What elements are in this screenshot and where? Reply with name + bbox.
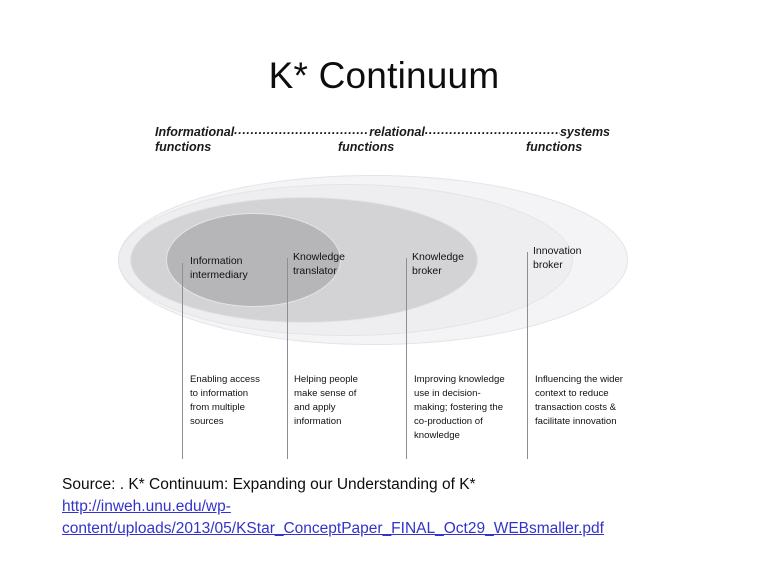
description-line: co-production of xyxy=(414,415,483,427)
description-line: sources xyxy=(190,415,224,427)
ellipse-information-intermediary xyxy=(166,213,341,307)
page-title: K* Continuum xyxy=(268,55,500,96)
source-block: Source: . K* Continuum: Expanding our Un… xyxy=(62,474,752,540)
stage-label-line1: Information xyxy=(190,255,243,267)
description-line: Influencing the wider xyxy=(535,374,623,385)
stage-label-innovation-broker: Innovation broker xyxy=(533,245,581,273)
leader-line-knowledge-translator xyxy=(287,258,288,459)
description-line: use in decision- xyxy=(414,387,481,399)
stage-description-innovation-broker: Influencing the wider context to reduce tr… xyxy=(535,373,623,429)
description-line: making; fostering the xyxy=(414,401,504,413)
description-line: information xyxy=(294,415,342,427)
k-star-continuum-figure: Informational relational systems functio… xyxy=(0,115,768,465)
axis-functions-systems: functions xyxy=(526,140,583,154)
leader-line-innovation-broker xyxy=(527,252,528,459)
description-line: from multiple xyxy=(190,401,245,413)
stage-label-line2: intermediary xyxy=(190,268,248,281)
axis-functions-relational: functions xyxy=(338,140,395,154)
description-line: Enabling access xyxy=(190,374,260,385)
source-url-line2: content/uploads/2013/05/KStar_ConceptPap… xyxy=(62,520,604,537)
stage-label-knowledge-broker: Knowledge broker xyxy=(412,251,464,279)
nested-ellipse-stack xyxy=(118,175,628,345)
stage-label-line2: broker xyxy=(533,258,563,271)
description-line: context to reduce xyxy=(535,387,609,399)
stage-label-line2: broker xyxy=(412,264,442,277)
stage-description-knowledge-translator: Helping people make sense of and apply info… xyxy=(294,373,358,429)
description-line: Helping people xyxy=(294,374,359,385)
source-url-link[interactable]: http://inweh.unu.edu/wp- content/uploads… xyxy=(62,496,752,540)
axis-leader-dots-2 xyxy=(425,123,560,136)
stage-description-information-intermediary: Enabling access to information from multip… xyxy=(190,373,260,429)
leader-line-information-intermediary xyxy=(182,263,183,459)
description-line: to information xyxy=(190,387,249,399)
continuum-axis-bottom-row: functions functions functions xyxy=(155,140,610,158)
axis-segment-informational: Informational xyxy=(155,125,235,139)
description-line: facilitate innovation xyxy=(535,415,617,427)
stage-label-knowledge-translator: Knowledge translator xyxy=(293,251,345,279)
axis-segment-systems: systems xyxy=(559,125,611,139)
continuum-axis-top-row: Informational relational systems xyxy=(155,123,610,139)
axis-segment-relational: relational xyxy=(369,125,425,139)
axis-functions-informational: functions xyxy=(155,140,212,154)
source-citation: Source: . K* Continuum: Expanding our Un… xyxy=(62,476,476,493)
continuum-axis-header: Informational relational systems functio… xyxy=(155,123,610,165)
stage-label-line2: translator xyxy=(293,264,337,277)
stage-label-line1: Innovation xyxy=(533,245,582,257)
description-line: knowledge xyxy=(414,429,460,441)
stage-label-line1: Knowledge xyxy=(293,251,345,263)
description-line: Improving knowledge xyxy=(414,374,505,385)
stage-description-knowledge-broker: Improving knowledge use in decision-makin… xyxy=(414,373,505,443)
axis-leader-dots-1 xyxy=(234,123,369,136)
description-line: and apply xyxy=(294,401,336,413)
source-url-line1: http://inweh.unu.edu/wp- xyxy=(62,498,231,515)
leader-line-knowledge-broker xyxy=(406,258,407,459)
description-line: transaction costs & xyxy=(535,401,617,413)
stage-label-line1: Knowledge xyxy=(412,251,464,263)
description-line: make sense of xyxy=(294,387,357,399)
stage-label-information-intermediary: Information intermediary xyxy=(190,255,248,283)
